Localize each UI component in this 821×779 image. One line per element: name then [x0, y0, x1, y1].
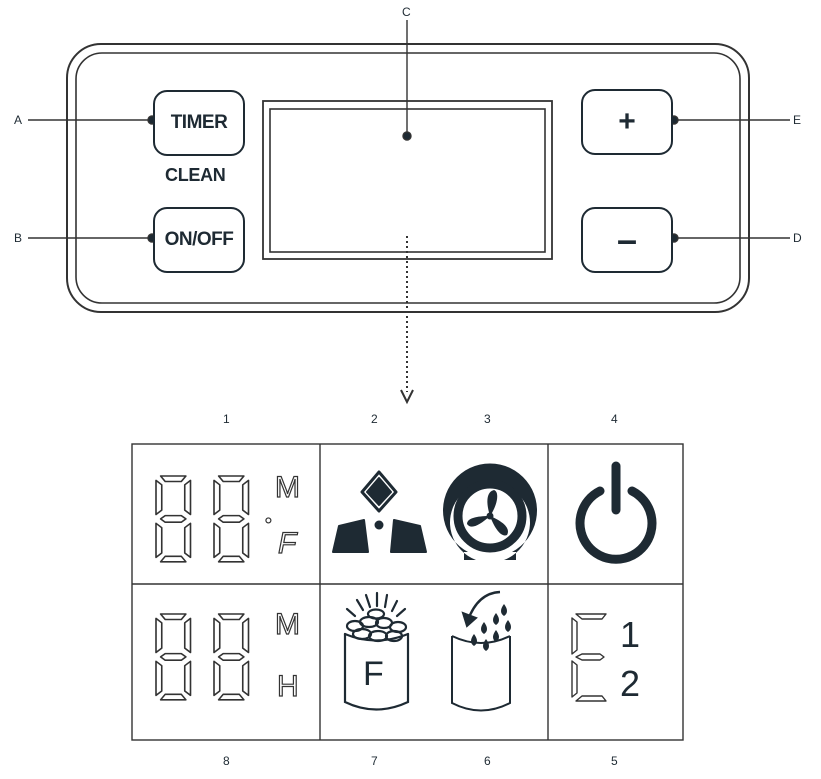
grid-number-1: 1 [223, 412, 230, 426]
callout-a: A [14, 113, 23, 127]
cell1-unit-f: F [277, 526, 297, 560]
filter-cup-ice-icon [343, 591, 410, 711]
grid-number-6: 6 [484, 754, 491, 768]
cell1-unit-m: M [274, 470, 300, 504]
grid-number-5: 5 [611, 754, 618, 768]
dotted-arrow [400, 236, 414, 405]
grid-number-8: 8 [223, 754, 230, 768]
plus-button[interactable]: + [581, 89, 673, 155]
cell1-digits [155, 475, 250, 563]
grid-number-2: 2 [371, 412, 378, 426]
grid-number-3: 3 [484, 412, 491, 426]
callout-d: D [793, 231, 802, 245]
cell8-digits [155, 613, 250, 701]
power-icon [575, 461, 657, 564]
timer-button[interactable]: TIMER [153, 90, 245, 156]
cell7-filter-letter: F [363, 655, 384, 693]
drain-refill-icon [451, 590, 511, 712]
grid-number-4: 4 [611, 412, 618, 426]
cell8-unit-h: H [276, 669, 299, 703]
cell8-unit-m: M [274, 607, 300, 641]
callout-c: C [402, 5, 411, 19]
display-grid [131, 443, 684, 741]
omega-fan-icon [443, 463, 537, 560]
callout-e: E [793, 113, 802, 127]
minus-button[interactable]: – [581, 207, 673, 273]
triangle-blocks-icon [332, 470, 427, 553]
clean-label: CLEAN [165, 165, 226, 185]
on-off-button[interactable]: ON/OFF [153, 207, 245, 273]
error-e-segments [571, 613, 607, 702]
cell5-code-2: 2 [620, 663, 641, 704]
cell1-degree: ° [264, 513, 273, 538]
grid-number-7: 7 [371, 754, 378, 768]
cell5-code-1: 1 [620, 614, 641, 655]
callout-b: B [14, 231, 23, 245]
